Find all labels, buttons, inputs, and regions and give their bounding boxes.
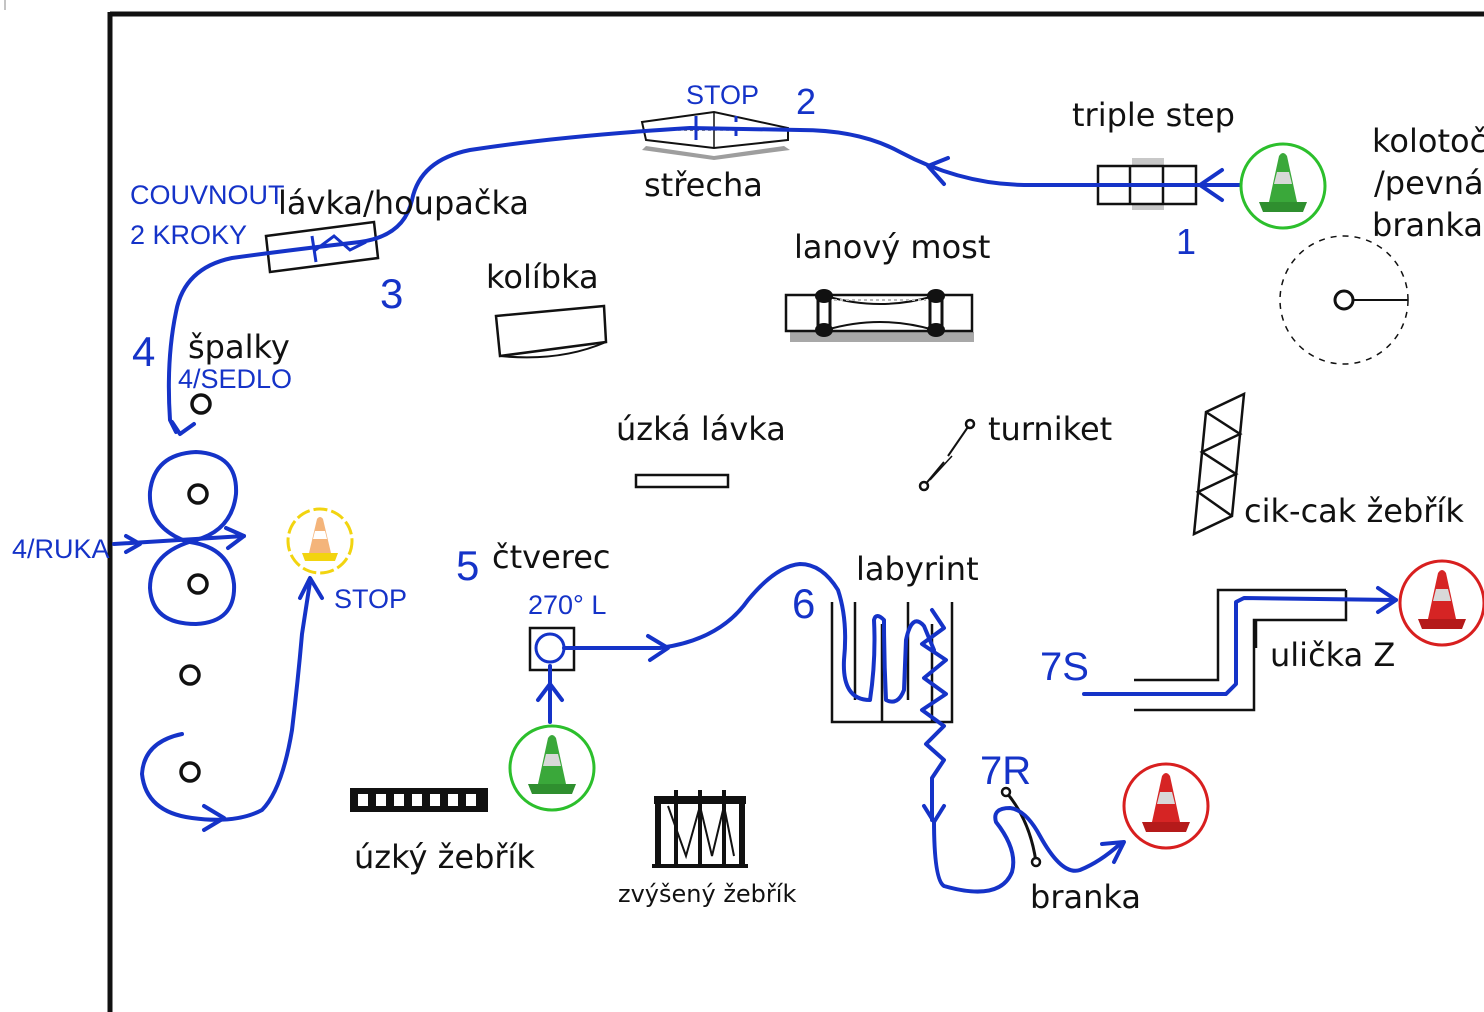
note-couvnout: COUVNOUT bbox=[130, 180, 285, 210]
start-cone-top bbox=[1239, 142, 1327, 230]
strecha-obstacle bbox=[640, 110, 790, 160]
step-number-5: 5 bbox=[456, 542, 479, 589]
uzky-zebrik-obstacle bbox=[350, 788, 488, 812]
step-number-1: 1 bbox=[1176, 221, 1196, 262]
label-cik-cak: cik-cak žebřík bbox=[1244, 492, 1464, 530]
kolotoc-obstacle bbox=[1279, 235, 1409, 365]
label-branka-bottom: branka bbox=[1030, 878, 1141, 916]
cik-cak-zebrik-obstacle bbox=[1192, 391, 1246, 537]
start-cone-bottom bbox=[508, 724, 596, 812]
step-number-7s: 7S bbox=[1040, 645, 1089, 689]
note-sedlo: 4/SEDLO bbox=[178, 364, 292, 394]
step-number-3: 3 bbox=[380, 270, 403, 317]
label-ulicka-z: ulička Z bbox=[1270, 636, 1395, 674]
note-stop-top: STOP bbox=[686, 80, 759, 110]
label-ctverec: čtverec bbox=[492, 538, 611, 576]
label-spalky: špalky bbox=[188, 328, 290, 366]
label-zvyseny-zebrik: zvýšený žebřík bbox=[618, 880, 796, 908]
lanovy-most-obstacle bbox=[784, 289, 974, 342]
ulicka-z-obstacle bbox=[1134, 588, 1348, 712]
step-number-2: 2 bbox=[796, 81, 816, 122]
spalky-obstacle bbox=[179, 393, 212, 783]
uzka-lavka-obstacle bbox=[634, 473, 730, 489]
step-number-4: 4 bbox=[132, 328, 155, 375]
note-stop-mid: STOP bbox=[334, 584, 407, 614]
arena-border bbox=[4, 0, 1484, 1012]
label-kolotoc: kolotoč bbox=[1372, 122, 1484, 160]
kolibka-obstacle bbox=[494, 304, 608, 359]
step-number-7r: 7R bbox=[980, 749, 1031, 793]
branka-obstacle bbox=[1000, 786, 1042, 868]
route-path bbox=[112, 116, 1398, 894]
label-strecha: střecha bbox=[644, 166, 763, 204]
label-uzky-zebrik: úzký žebřík bbox=[354, 838, 535, 876]
finish-cone-right bbox=[1398, 559, 1484, 647]
note-ruka: 4/RUKA bbox=[12, 534, 110, 564]
finish-cone-bottom bbox=[1122, 762, 1210, 850]
label-lavka-houpacka: lávka/houpačka bbox=[278, 184, 529, 222]
note-kroky: 2 KROKY bbox=[130, 220, 247, 250]
step-number-6: 6 bbox=[792, 580, 815, 627]
label-branka-top: branka bbox=[1372, 206, 1483, 244]
stop-cone bbox=[286, 507, 354, 575]
turniket-obstacle bbox=[918, 418, 976, 492]
zvyseny-zebrik-obstacle bbox=[652, 790, 748, 868]
note-rotation: 270° L bbox=[528, 590, 606, 620]
label-lanovy-most: lanový most bbox=[794, 228, 990, 266]
label-triple-step: triple step bbox=[1072, 96, 1235, 134]
label-uzka-lavka: úzká lávka bbox=[616, 410, 786, 448]
label-turniket: turniket bbox=[988, 410, 1112, 448]
label-labyrint: labyrint bbox=[856, 550, 979, 588]
label-kolibka: kolíbka bbox=[486, 258, 599, 296]
label-pevna: /pevná bbox=[1374, 164, 1484, 202]
